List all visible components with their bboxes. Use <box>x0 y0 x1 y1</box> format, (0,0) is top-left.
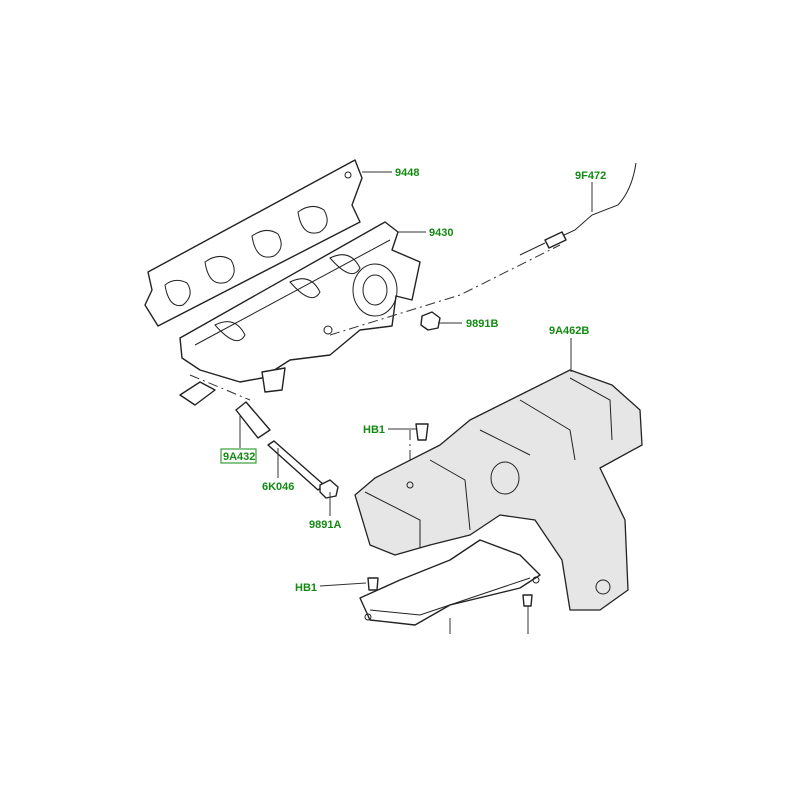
label-9a432: 9A432 <box>223 451 255 463</box>
bolt-hb1-lower <box>367 577 379 591</box>
label-9a432-box <box>220 448 257 464</box>
label-9891b: 9891B <box>466 318 498 330</box>
gasket-part <box>144 159 363 327</box>
bolt-lower-right <box>522 594 533 607</box>
lower-shield-part <box>359 539 541 626</box>
label-hb1-lower: HB1 <box>295 582 317 594</box>
label-9a462b: 9A462B <box>549 325 589 337</box>
nut-9891a <box>319 479 339 499</box>
heat-shield-part <box>354 369 643 611</box>
label-9448: 9448 <box>395 167 419 179</box>
label-9430: 9430 <box>429 227 453 239</box>
bolt-hb1-upper <box>415 423 429 441</box>
sensor-part <box>519 162 637 256</box>
label-9891a: 9891A <box>309 519 341 531</box>
label-6k046: 6K046 <box>262 481 294 493</box>
nut-9891b <box>420 311 441 331</box>
label-hb1-upper: HB1 <box>363 424 385 436</box>
label-9f472: 9F472 <box>575 170 606 182</box>
sleeve-part <box>235 401 271 439</box>
manifold-part <box>179 221 421 406</box>
